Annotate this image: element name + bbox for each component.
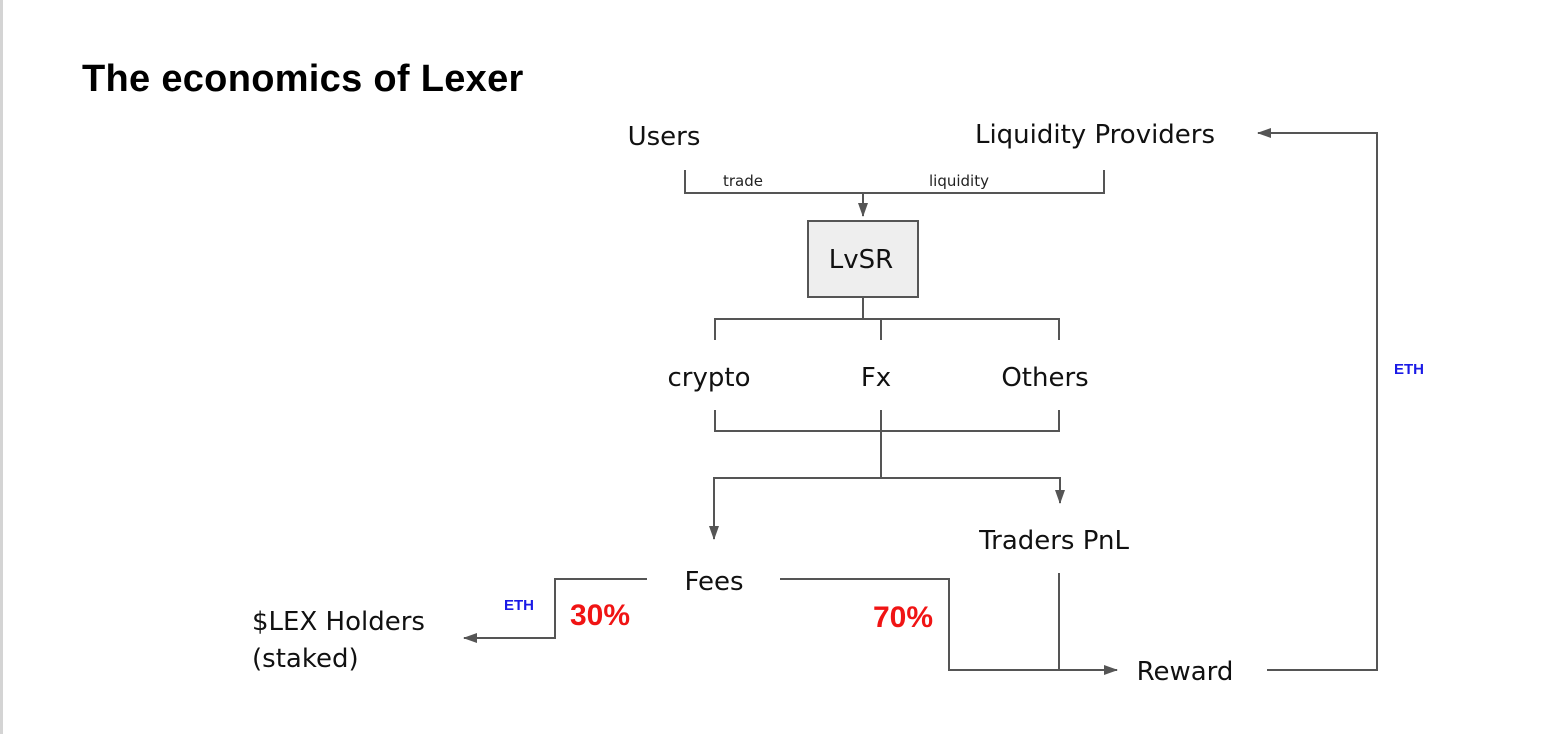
node-crypto: crypto — [668, 363, 751, 393]
node-reward: Reward — [1137, 657, 1234, 687]
markets-merge-line — [714, 410, 1060, 478]
page-title: The economics of Lexer — [82, 58, 524, 100]
left-border — [0, 0, 3, 734]
pnl-branch-arrow — [881, 477, 1065, 504]
users-trade-line — [684, 170, 1105, 194]
reward-to-lp-arrow — [1257, 128, 1378, 671]
edge-label-eth-holders: ETH — [504, 597, 534, 614]
lvsr-split-line — [714, 297, 1060, 340]
edge-label-holders-share: 30% — [570, 599, 630, 632]
node-lex-holders-staked: (staked) — [252, 644, 359, 674]
fees-branch-arrow — [709, 477, 881, 540]
node-fees: Fees — [684, 567, 743, 597]
edge-label-eth-lp: ETH — [1394, 361, 1424, 378]
node-lex-holders: $LEX Holders — [252, 607, 425, 637]
node-lvsr: LvSR — [829, 245, 893, 275]
edge-label-reward-share: 70% — [873, 601, 933, 634]
node-users: Users — [628, 122, 701, 152]
fees-to-reward-arrow — [780, 578, 1118, 675]
lvsr-box — [807, 220, 919, 298]
edge-label-trade: trade — [723, 172, 763, 190]
fees-to-holders-arrow — [463, 578, 647, 643]
node-traders-pnl: Traders PnL — [978, 526, 1129, 556]
node-others: Others — [1001, 363, 1088, 393]
edge-label-liquidity: liquidity — [929, 172, 989, 190]
node-fx: Fx — [861, 363, 891, 393]
node-liquidity-providers: Liquidity Providers — [975, 120, 1215, 150]
